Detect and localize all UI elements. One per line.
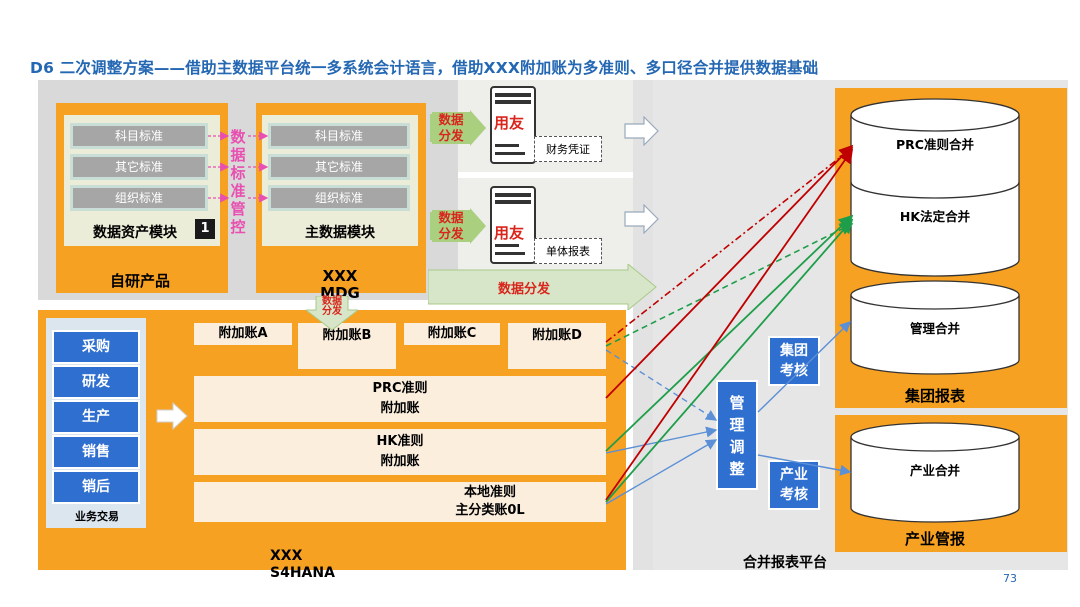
- dist-arrow-top: 数据分发: [430, 110, 488, 146]
- mgmt-consol: 管理合并: [909, 321, 960, 336]
- hollow-arrow-top: [624, 116, 660, 146]
- biz-sales: 销售: [52, 435, 140, 469]
- data-dist-label: 数据分发: [498, 282, 551, 297]
- master-data-module-label: 主数据模块: [305, 225, 375, 241]
- biz-arrow: [156, 402, 188, 430]
- yonyou-brand-bottom: 用友: [494, 224, 525, 242]
- single-report-doc: 单体报表: [534, 238, 602, 264]
- account-d: 附加账D: [508, 323, 606, 369]
- mgmt-adjust-box: 管理调整: [716, 380, 758, 490]
- group-assess-box: 集团考核: [768, 336, 820, 386]
- std-other: 其它标准: [70, 154, 208, 180]
- dist-top-text: 数据分发: [432, 112, 470, 144]
- server-icon-bottom: [490, 186, 536, 264]
- dist-bottom-text: 数据分发: [432, 210, 470, 242]
- mdg-std-subject: 科目标准: [268, 123, 410, 149]
- local-ledger: 本地准则主分类账0L: [194, 482, 606, 522]
- self-dev-label: 自研产品: [109, 272, 170, 290]
- data-asset-module-label: 数据资产模块: [93, 225, 177, 241]
- prc-ledger: PRC准则附加账: [194, 376, 606, 422]
- group-report-label: 集团报表: [904, 387, 965, 405]
- account-a: 附加账A: [194, 323, 292, 345]
- page-number: 73: [1003, 572, 1017, 585]
- biz-rnd: 研发: [52, 365, 140, 399]
- consol-platform-label: 合并报表平台: [743, 555, 827, 571]
- biz-aftersales: 销后: [52, 470, 140, 504]
- module-badge: 1: [195, 219, 215, 239]
- account-b: 附加账B: [298, 323, 396, 369]
- industry-report-label: 产业管报: [904, 530, 965, 548]
- server-icon-top: [490, 86, 536, 164]
- prc-consol: PRC准则合并: [896, 137, 974, 152]
- biz-production: 生产: [52, 400, 140, 434]
- std-org: 组织标准: [70, 185, 208, 211]
- voucher-doc: 财务凭证: [534, 136, 602, 162]
- page-title: D6 二次调整方案——借助主数据平台统一多系统会计语言，借助XXX附加账为多准则…: [30, 59, 819, 77]
- mdg-std-org: 组织标准: [268, 185, 410, 211]
- mdg-down-text: 数据分发: [322, 296, 342, 317]
- data-governance-text: 数据标 准管控: [230, 128, 246, 236]
- hk-ledger: HK准则附加账: [194, 429, 606, 475]
- account-c: 附加账C: [404, 323, 500, 345]
- dist-arrow-bottom: 数据分发: [430, 208, 488, 244]
- industry-consol: 产业合并: [909, 463, 960, 478]
- industry-assess-box: 产业考核: [768, 460, 820, 510]
- biz-transaction-label: 业务交易: [75, 510, 119, 523]
- hk-consol: HK法定合并: [899, 209, 971, 224]
- biz-purchase: 采购: [52, 330, 140, 364]
- mdg-std-other: 其它标准: [268, 154, 410, 180]
- yonyou-brand-top: 用友: [494, 114, 525, 132]
- mdg-down-arrow: 数据分发: [306, 296, 358, 330]
- std-subject: 科目标准: [70, 123, 208, 149]
